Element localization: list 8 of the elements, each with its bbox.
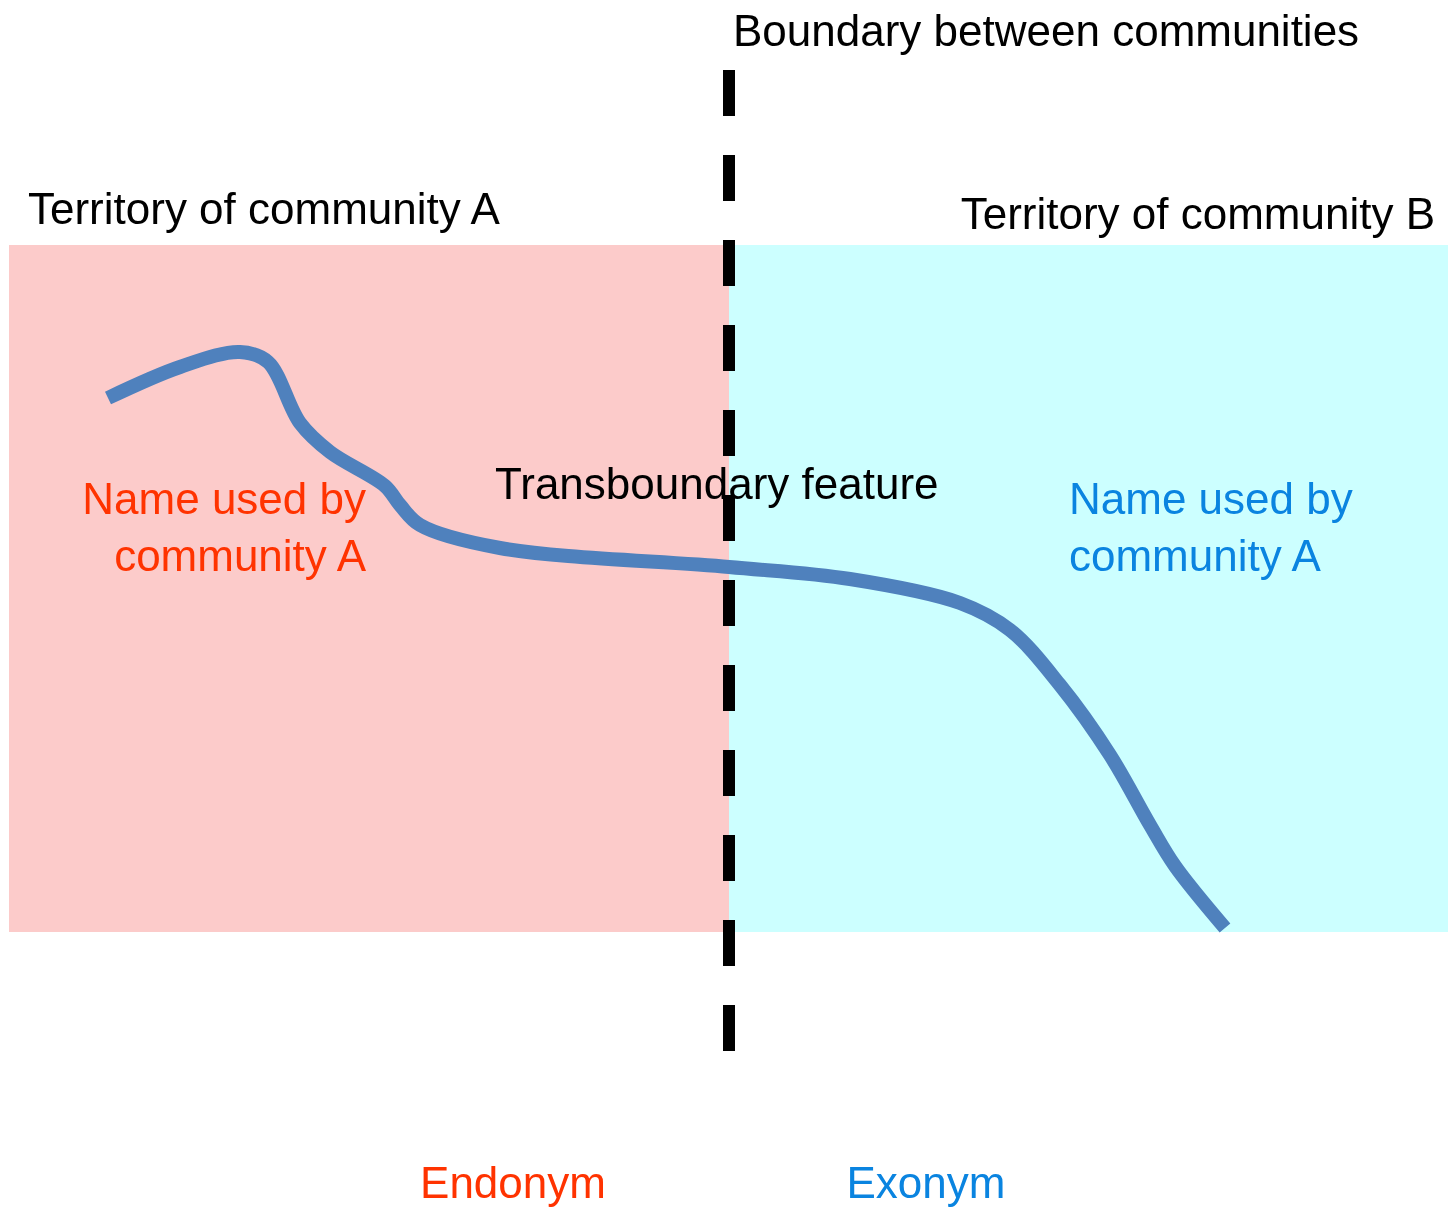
territory-heading: Territory of community B	[960, 188, 1435, 240]
name-label: Name used by community A	[81, 473, 366, 583]
feature-label: Transboundary feature	[495, 458, 939, 510]
boundary-label: Boundary between communities	[733, 5, 1360, 57]
term-label: Endonym	[420, 1157, 606, 1209]
territory-heading: Territory of community A	[28, 183, 500, 235]
term-label: Exonym	[846, 1157, 1006, 1209]
name-label: Name used by community A	[1069, 473, 1354, 583]
